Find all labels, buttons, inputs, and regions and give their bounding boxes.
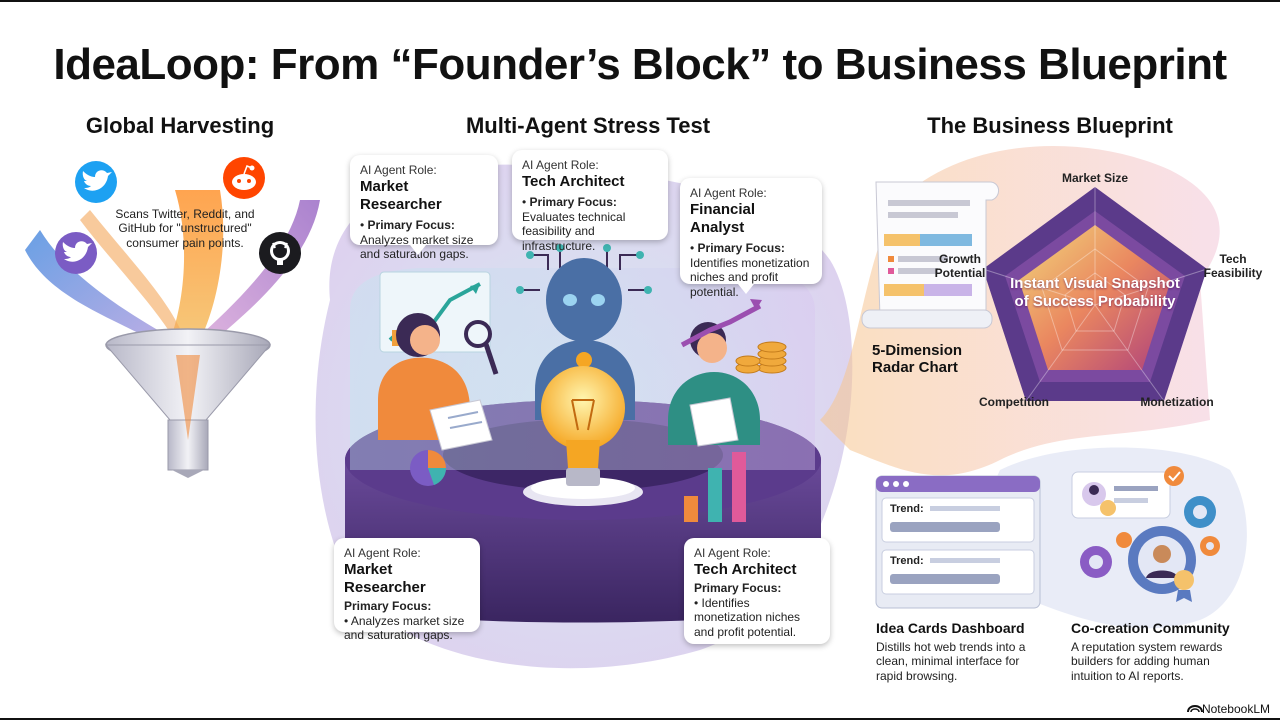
agent-focus: Primary Focus:• Identifies monetization … <box>694 581 801 639</box>
column-title-harvesting: Global Harvesting <box>85 113 275 138</box>
trend-label-1: Trend: <box>890 503 924 515</box>
community-title: Co-creation Community <box>1071 620 1230 636</box>
agent-role-label: AI Agent Role: <box>360 163 437 177</box>
callout-pointer <box>410 245 426 255</box>
agent-focus: • Primary Focus: Analyzes market size an… <box>360 218 474 262</box>
radar-center-text: Instant Visual Snapshot of Success Proba… <box>1010 275 1180 310</box>
agent-name: Tech Architect <box>522 173 625 191</box>
notebooklm-badge: NotebookLM <box>1182 702 1270 716</box>
github-icon <box>259 232 301 274</box>
agent-focus: Primary Focus:• Analyzes market size and… <box>344 599 465 643</box>
agent-role-label: AI Agent Role: <box>690 186 767 200</box>
radar-axis-monetization: Monetization <box>1140 395 1214 409</box>
radar-axis-market-size: Market Size <box>1061 171 1129 185</box>
trend-label-2: Trend: <box>890 555 924 567</box>
agent-card-market-researcher-bottom: AI Agent Role: Market Researcher Primary… <box>334 538 480 642</box>
twitter-icon <box>75 161 117 203</box>
page-title: IdeaLoop: From “Founder’s Block” to Busi… <box>53 40 1227 89</box>
dashboard-title: Idea Cards Dashboard <box>876 620 1025 636</box>
agent-role-label: AI Agent Role: <box>694 546 771 560</box>
agent-card-tech-architect-bottom: AI Agent Role: Tech Architect Primary Fo… <box>684 538 830 644</box>
radar-axis-competition: Competition <box>979 395 1049 409</box>
agent-focus: • Primary Focus: Identifies monetization… <box>690 241 810 299</box>
column-title-blueprint: The Business Blueprint <box>927 113 1173 138</box>
agent-name: Tech Architect <box>694 561 797 579</box>
agent-name: Financial Analyst <box>690 201 756 237</box>
column-title-stress-test: Multi-Agent Stress Test <box>465 113 711 138</box>
community-description: A reputation system rewards builders for… <box>1071 640 1223 683</box>
callout-pointer <box>738 284 754 294</box>
dashboard-description: Distills hot web trends into a clean, mi… <box>876 640 1026 683</box>
harvesting-description: Scans Twitter, Reddit, and GitHub for "u… <box>115 207 255 250</box>
agent-card-financial-analyst-top: AI Agent Role: Financial Analyst • Prima… <box>680 178 822 299</box>
agent-name: Market Researcher <box>360 178 442 214</box>
agent-card-market-researcher-top: AI Agent Role: Market Researcher • Prima… <box>350 155 498 261</box>
agent-name: Market Researcher <box>344 561 426 597</box>
agent-role-label: AI Agent Role: <box>344 546 421 560</box>
agent-card-tech-architect-top: AI Agent Role: Tech Architect • Primary … <box>512 150 668 253</box>
notebooklm-label: NotebookLM <box>1201 702 1270 716</box>
reddit-icon <box>223 157 265 199</box>
agent-role-label: AI Agent Role: <box>522 158 599 172</box>
twitter-icon-2 <box>55 232 97 274</box>
agent-focus: • Primary Focus: Evaluates technical fea… <box>522 195 626 253</box>
